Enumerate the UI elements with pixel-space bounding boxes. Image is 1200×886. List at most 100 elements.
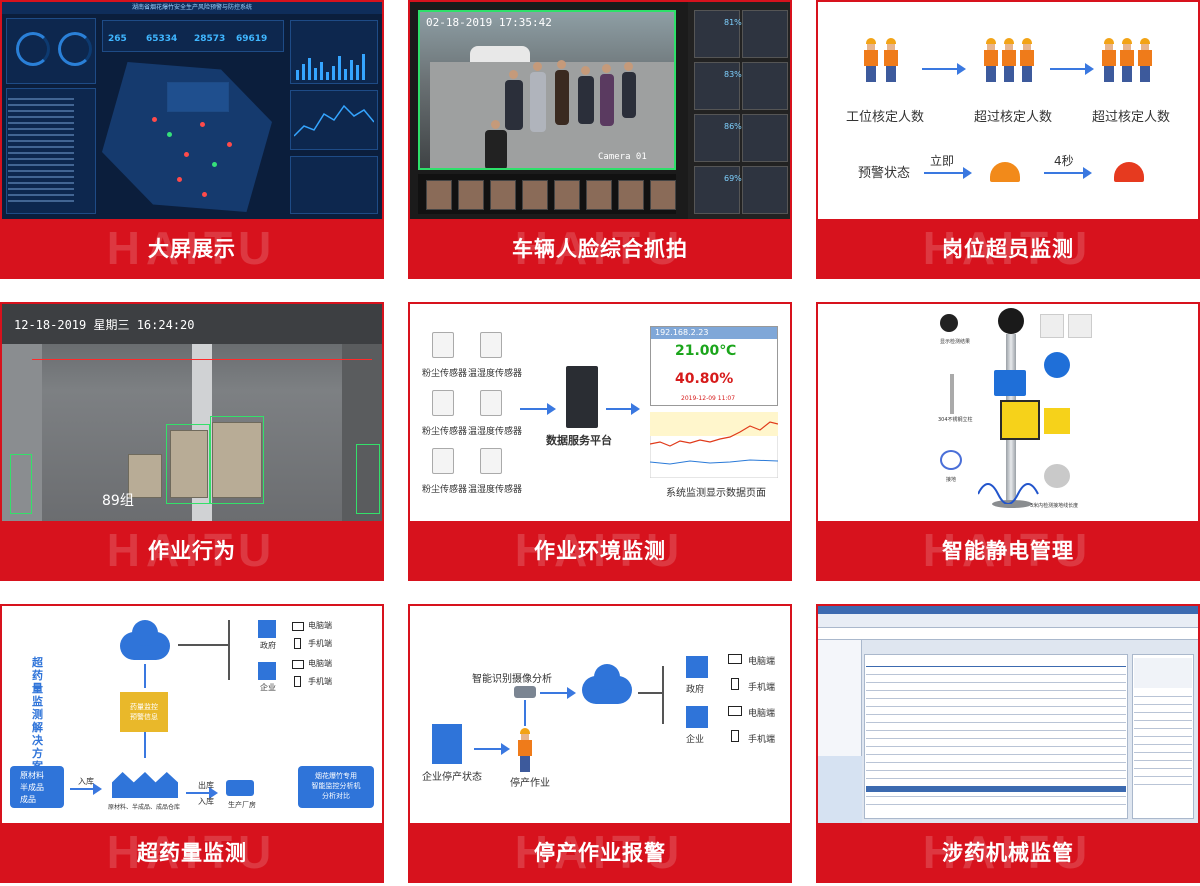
tile-work-behavior[interactable]: 12-18-2019 星期三 16:24:20 89组 HAITU 作业行为: [0, 302, 384, 581]
tile-title: 超药量监测: [137, 841, 247, 865]
ball-icon: [940, 314, 958, 332]
tile-over-dosage-monitor[interactable]: 药量监控 预警信息 政府 企业 电脑端 手机端 电脑端 手机端 超药量监测解决方…: [0, 604, 384, 883]
watermark: HAITU: [106, 524, 278, 576]
tile-environment-monitor[interactable]: 粉尘传感器 温湿度传感器 粉尘传感器 温湿度传感器 粉尘传感器 温湿度传感器 数…: [408, 302, 792, 581]
static-label: 显示检测结果: [940, 339, 971, 345]
truck-icon: [226, 780, 254, 796]
device-ip: 192.168.2.23: [651, 327, 777, 339]
dashboard-header: 湖南省烟花爆竹安全生产风险预警与防控系统: [2, 2, 382, 14]
humidity-sensor-icon: [480, 390, 502, 416]
tile-machinery-supervision[interactable]: HAITU 涉药机械监管: [816, 604, 1200, 883]
cloud-icon: [120, 620, 170, 660]
watermark: HAITU: [106, 826, 278, 878]
watermark: HAITU: [514, 222, 686, 274]
humidity-value: 40.80%: [675, 371, 734, 387]
tile-title: 智能静电管理: [942, 539, 1074, 563]
ground-wire-icon: [940, 450, 962, 470]
timestamp: 2019-12-09 11:07: [681, 395, 736, 402]
sensor-label: 温湿度传感器: [468, 369, 523, 379]
warehouse-camera: 12-18-2019 星期三 16:24:20 89组: [2, 304, 382, 521]
mobile-icon: [294, 676, 301, 687]
mobile-label: 手机端: [308, 639, 332, 648]
monitor-box: 药量监控 预警信息: [120, 692, 168, 732]
stoppage-work-label: 停产作业: [510, 778, 550, 789]
gov-label: 政府: [686, 685, 705, 695]
match-score: 86%: [724, 122, 742, 131]
immediate-label: 立即: [930, 154, 955, 168]
sensor-label: 温湿度传感器: [468, 427, 523, 437]
mobile-icon: [294, 638, 301, 649]
enterprise-building-icon: [258, 662, 276, 680]
material-item: 原材料: [20, 771, 44, 780]
match-score: 69%: [724, 174, 742, 183]
dust-sensor-icon: [432, 390, 454, 416]
sign-icon: [1044, 352, 1070, 378]
tile-vehicle-face-capture[interactable]: 02-18-2019 17:35:42 Camera 01 81% 83% 86…: [408, 0, 792, 279]
watermark: HAITU: [514, 826, 686, 878]
pc-label: 电脑端: [308, 621, 332, 630]
sensor-label: 温湿度传感器: [468, 485, 523, 495]
overlay-note: 89组: [102, 493, 134, 509]
mobile-icon: [731, 678, 739, 690]
material-item: 成品: [20, 795, 36, 804]
pc-icon: [728, 706, 742, 716]
pc-label: 电脑端: [748, 709, 776, 719]
staff-label: 超过核定人数: [1092, 110, 1171, 125]
watermark: HAITU: [514, 524, 686, 576]
pc-icon: [728, 654, 742, 664]
watermark: HAITU: [922, 222, 1094, 274]
watermark: HAITU: [922, 826, 1094, 878]
in-label: 入库: [78, 777, 94, 786]
clamp-icon: [1044, 464, 1070, 488]
factory-label: 生产厂房: [228, 801, 256, 809]
out-label: 出库: [198, 781, 214, 790]
gov-building-icon: [258, 620, 276, 638]
camera-timestamp: 12-18-2019 星期三 16:24:20: [14, 318, 195, 332]
sensor-label: 粉尘传感器: [422, 427, 468, 437]
tile-big-screen[interactable]: 湖南省烟花爆竹安全生产风险预警与防控系统 265 65334 28573 696…: [0, 0, 384, 279]
stoppage-diagram: 智能识别摄像分析 政府 企业 电脑端 手机端 电脑端 手机端 企业停产状态 停产…: [410, 606, 790, 823]
environment-diagram: 粉尘传感器 温湿度传感器 粉尘传感器 温湿度传感器 粉尘传感器 温湿度传感器 数…: [410, 304, 790, 521]
tile-post-overstaff-monitor[interactable]: 工位核定人数 超过核定人数 超过核定人数 预警状态 立即 4秒 HAITU 岗位…: [816, 0, 1200, 279]
dust-sensor-icon: [432, 448, 454, 474]
indicator-icon: [1040, 314, 1064, 338]
building-icon: [432, 724, 462, 764]
tile-title: 车辆人脸综合抓拍: [512, 237, 688, 261]
warning-sign-icon: [1000, 400, 1040, 440]
watermark: HAITU: [106, 222, 278, 274]
stat-value: 28573: [194, 34, 226, 44]
pc-label: 电脑端: [308, 659, 332, 668]
static-device-diagram: 显示检测结果 304不锈钢立柱 接地 3米内检测接地线长度: [818, 304, 1198, 521]
match-score: 81%: [724, 18, 742, 27]
camera-label: Camera 01: [598, 152, 647, 162]
material-item: 半成品: [20, 783, 44, 792]
in-label: 入库: [198, 797, 214, 806]
enterprise-building-icon: [686, 706, 708, 728]
tile-title: 作业行为: [148, 539, 236, 563]
dosage-diagram: 药量监控 预警信息 政府 企业 电脑端 手机端 电脑端 手机端 超药量监测解决方…: [2, 606, 382, 823]
ent-label: 企业: [686, 735, 705, 745]
static-label: 接地: [946, 477, 957, 483]
vertical-title: 超药量监测解决方案: [32, 656, 43, 773]
tile-title: 停产作业报警: [534, 841, 666, 865]
pc-icon: [292, 622, 304, 631]
server-icon: [566, 366, 598, 428]
humidity-sensor-icon: [480, 332, 502, 358]
tile-stoppage-alarm[interactable]: 智能识别摄像分析 政府 企业 电脑端 手机端 电脑端 手机端 企业停产状态 停产…: [408, 604, 792, 883]
mobile-icon: [731, 730, 739, 742]
tile-title: 大屏展示: [148, 237, 236, 261]
mobile-label: 手机端: [748, 735, 776, 745]
camera-screenshot: 02-18-2019 17:35:42 Camera 01 81% 83% 86…: [410, 2, 790, 219]
stat-value: 69619: [236, 34, 268, 44]
siren-icon: [990, 162, 1020, 182]
tile-static-electricity[interactable]: 显示检测结果 304不锈钢立柱 接地 3米内检测接地线长度 HAITU 智能静电…: [816, 302, 1200, 581]
trend-chart: [650, 412, 778, 478]
tile-title: 岗位超员监测: [942, 237, 1074, 261]
humidity-sensor-icon: [480, 448, 502, 474]
pole-icon: [950, 374, 954, 414]
pc-label: 电脑端: [748, 657, 776, 667]
mobile-label: 手机端: [308, 677, 332, 686]
ent-label: 企业: [260, 683, 276, 692]
static-label: 304不锈钢立柱: [938, 417, 973, 423]
staff-label: 超过核定人数: [974, 110, 1053, 125]
